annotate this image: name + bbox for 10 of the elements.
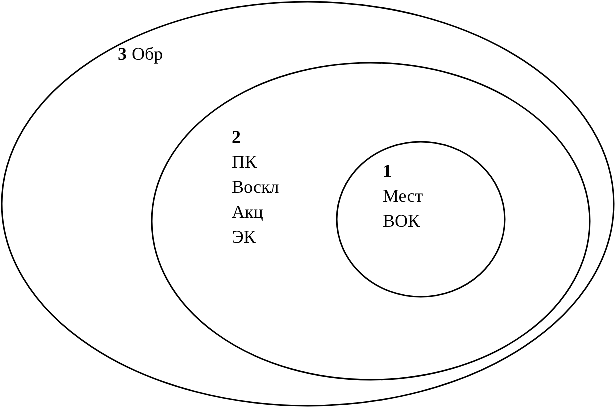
label-text: Мест	[383, 185, 424, 208]
label-text: Воскл	[232, 176, 280, 199]
label-text: Обр	[132, 43, 164, 66]
level-number: 1	[383, 160, 392, 183]
label-text: ВОК	[383, 210, 420, 233]
level-number: 2	[232, 126, 241, 149]
level-number: 3	[118, 43, 127, 66]
label-text: ПК	[232, 151, 258, 174]
label-text: Акц	[232, 201, 264, 224]
label-text: ЭК	[232, 226, 256, 249]
